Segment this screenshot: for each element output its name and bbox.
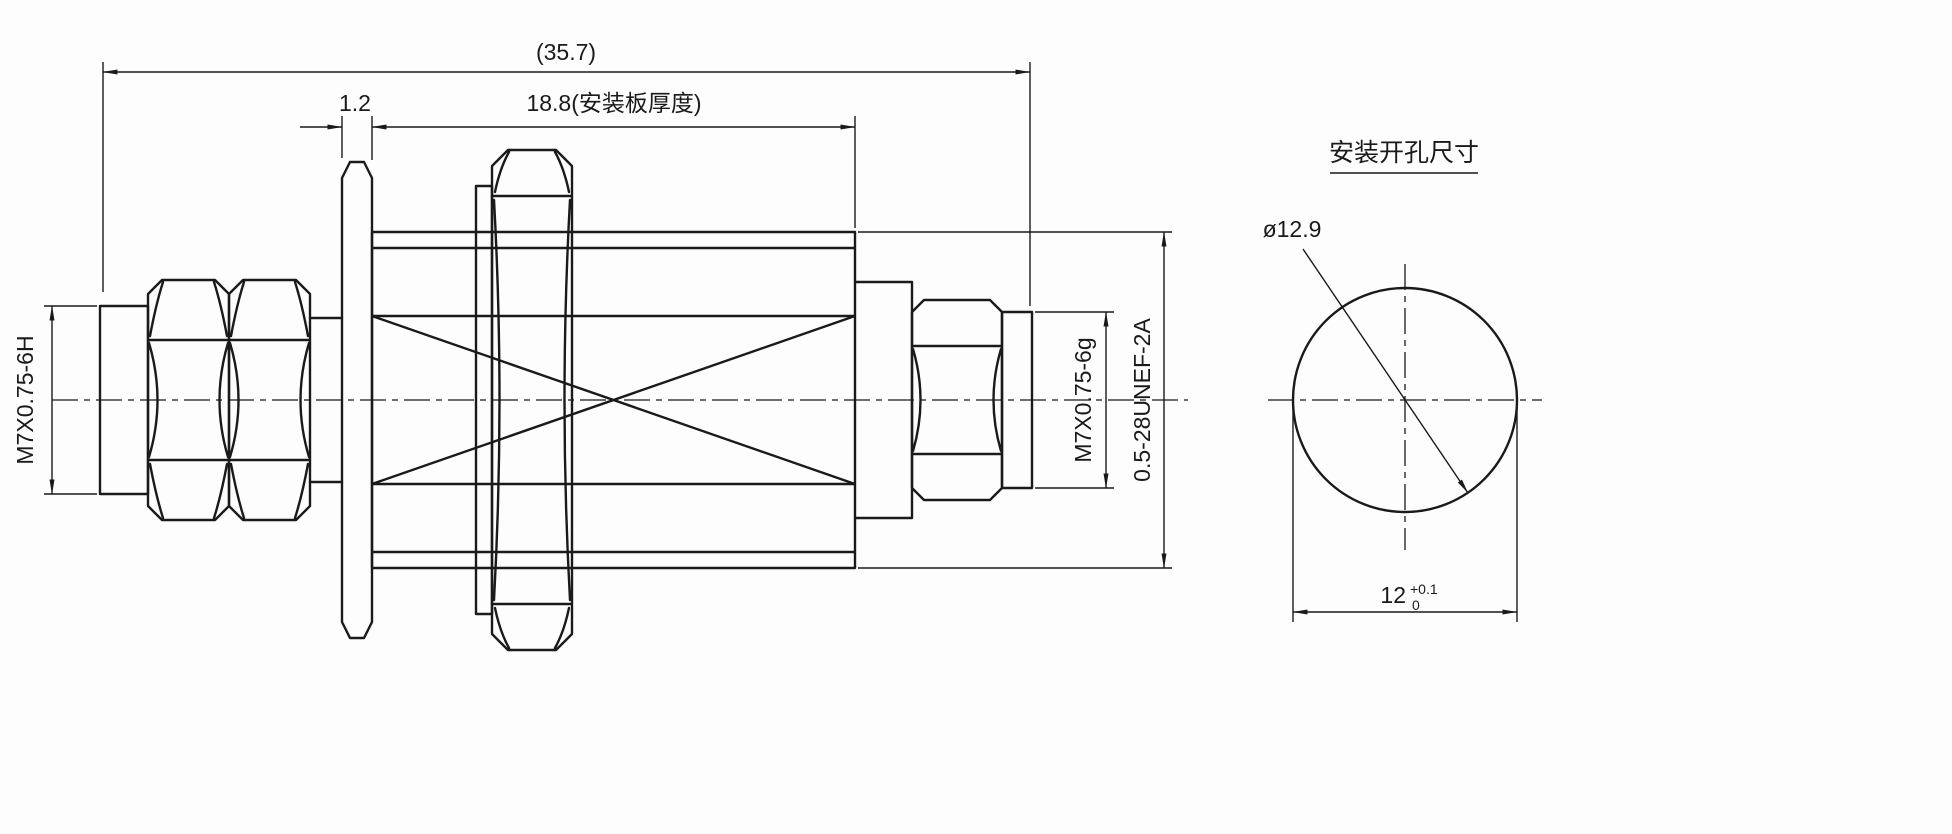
dim-overall-label: (35.7) bbox=[536, 39, 596, 65]
dim-right-thread: M7X0.75-6g bbox=[1035, 311, 1114, 489]
right-end-barrel bbox=[1000, 310, 1034, 490]
dim-overall-length: (35.7) bbox=[102, 39, 1031, 306]
coupling-thread-label: 0.5-28UNEF-2A bbox=[1129, 318, 1155, 482]
diameter-leader-line bbox=[1302, 248, 1469, 494]
mounting-hole-view: 安装开孔尺寸 ø12.9 12 +0.1 0 bbox=[1263, 139, 1542, 622]
hole-width-tol-upper: +0.1 bbox=[1410, 581, 1438, 597]
hole-diameter-label: ø12.9 bbox=[1263, 216, 1322, 242]
panel-nut bbox=[490, 148, 574, 652]
dim-washer-thickness: 1.2 bbox=[300, 90, 371, 158]
dim-hole-width: 12 +0.1 0 bbox=[1292, 406, 1518, 622]
dim-left-thread: M7X0.75-6H bbox=[12, 305, 97, 495]
right-thread-label: M7X0.75-6g bbox=[1070, 337, 1096, 462]
dim-panel-label: 18.8(安装板厚度) bbox=[526, 90, 701, 116]
dim-coupling-thread: 0.5-28UNEF-2A bbox=[858, 231, 1172, 569]
hole-width-tol-lower: 0 bbox=[1412, 597, 1420, 613]
hole-view-title: 安装开孔尺寸 bbox=[1329, 139, 1479, 167]
hole-width-value: 12 bbox=[1380, 582, 1406, 608]
left-thread-label: M7X0.75-6H bbox=[12, 335, 38, 464]
neck-shaft bbox=[308, 316, 344, 484]
left-hex-segment-b bbox=[227, 278, 312, 522]
dim-panel-thickness: 18.8(安装板厚度) bbox=[371, 90, 856, 228]
dim-washer-label: 1.2 bbox=[339, 90, 371, 116]
connector-side-view bbox=[52, 148, 1188, 652]
threaded-body bbox=[370, 230, 857, 570]
lock-washer bbox=[340, 160, 374, 640]
